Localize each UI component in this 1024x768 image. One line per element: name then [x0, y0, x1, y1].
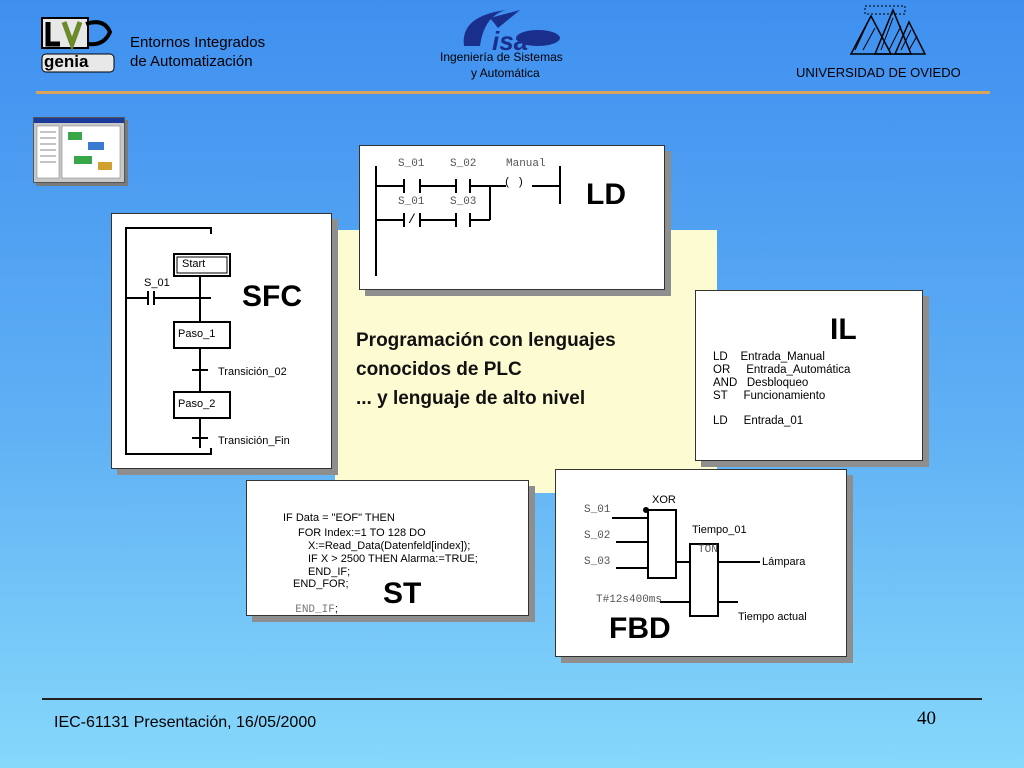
st-line5: END_IF; — [308, 566, 351, 578]
page-number: 40 — [917, 708, 936, 729]
st-line7-keyword: END_IF — [295, 603, 335, 616]
genia-logo-text: genia — [44, 52, 89, 71]
fbd-output-tiempo-actual: Tiempo actual — [738, 611, 807, 623]
sfc-title: SFC — [242, 280, 302, 313]
fbd-output-lampara: Lámpara — [762, 556, 806, 568]
header-rule — [36, 91, 990, 94]
footer-text: IEC-61131 Presentación, 16/05/2000 — [54, 714, 317, 731]
st-line6: END_FOR; — [293, 578, 349, 590]
st-panel: IF Data = "EOF" THEN FOR Index:=1 TO 128… — [246, 480, 529, 616]
ld-diagram — [375, 166, 561, 276]
fbd-panel: XOR S_01 S_02 S_03 Tiempo_01 TON Lámpara… — [555, 469, 847, 657]
il-line3: AND Desbloqueo — [713, 377, 809, 389]
isa-logo: isa — [450, 6, 570, 56]
il-title: IL — [830, 313, 857, 346]
center-line3: ... y lenguaje de alto nivel — [356, 388, 586, 409]
fbd-input-s02: S_02 — [584, 530, 611, 542]
il-panel: IL LD Entrada_Manual OR Entrada_Automáti… — [695, 290, 923, 461]
fbd-ton-label: TON — [698, 544, 718, 556]
isa-logo-text: isa — [492, 26, 529, 56]
fbd-preset-time: T#12s400ms — [596, 594, 663, 606]
fbd-timer-name: Tiempo_01 — [692, 524, 747, 536]
sfc-step-start: Start — [182, 258, 206, 270]
st-title: ST — [383, 577, 422, 610]
footer-rule — [42, 698, 982, 700]
il-line4: ST Funcionamiento — [713, 390, 826, 402]
header-center-line1: Ingeniería de Sistemas — [440, 50, 563, 64]
sfc-diagram — [125, 227, 231, 455]
ld-coil-label: Manual — [506, 158, 546, 170]
sfc-contact-s01: S_01 — [144, 277, 170, 289]
center-line1: Programación con lenguajes — [356, 330, 616, 351]
sfc-step-paso1: Paso_1 — [178, 328, 216, 340]
ld-coil-symbol: ( ) — [504, 177, 524, 189]
ld-nc-slash: / — [408, 212, 416, 227]
st-line7-semicolon: ; — [334, 602, 338, 615]
sfc-transition-02: Transición_02 — [218, 366, 287, 378]
software-thumbnail — [33, 117, 125, 183]
fbd-input-s01: S_01 — [584, 504, 611, 516]
header-left-line2: de Automatización — [130, 53, 253, 70]
header-center-line2: y Automática — [471, 66, 540, 80]
fbd-input-s03: S_03 — [584, 556, 611, 568]
ld-contact-s03: S_03 — [450, 196, 477, 208]
fbd-xor-label: XOR — [652, 494, 676, 506]
ld-panel: S_01 S_02 Manual ( ) S_01 S_03 / LD — [359, 145, 665, 290]
ld-contact-s01: S_01 — [398, 158, 425, 170]
il-line1: LD Entrada_Manual — [713, 351, 825, 363]
ld-contact-s01b: S_01 — [398, 196, 425, 208]
ld-contact-s02: S_02 — [450, 158, 477, 170]
sfc-step-paso2: Paso_2 — [178, 398, 216, 410]
sfc-panel: Start S_01 Paso_1 Transición_02 Paso_2 T… — [111, 213, 332, 469]
st-line2: FOR Index:=1 TO 128 DO — [298, 527, 426, 539]
header-right-text: UNIVERSIDAD DE OVIEDO — [796, 65, 961, 80]
header-left-line1: Entornos Integrados — [130, 34, 266, 51]
st-line7: END_IF; — [283, 590, 338, 629]
center-line2: conocidos de PLC — [356, 359, 522, 380]
oviedo-crest-icon — [845, 4, 927, 56]
genia-logo: genia — [38, 14, 118, 78]
il-line5: LD Entrada_01 — [713, 415, 804, 427]
sfc-transition-fin: Transición_Fin — [218, 435, 290, 447]
fbd-diagram — [612, 507, 760, 617]
st-line4: IF X > 2500 THEN Alarma:=TRUE; — [308, 553, 478, 565]
il-line2: OR Entrada_Automática — [713, 364, 851, 376]
ld-title: LD — [586, 178, 626, 211]
fbd-title: FBD — [609, 612, 671, 645]
st-line3: X:=Read_Data(Datenfeld[index]); — [308, 540, 471, 552]
st-line1: IF Data = "EOF" THEN — [283, 512, 395, 524]
